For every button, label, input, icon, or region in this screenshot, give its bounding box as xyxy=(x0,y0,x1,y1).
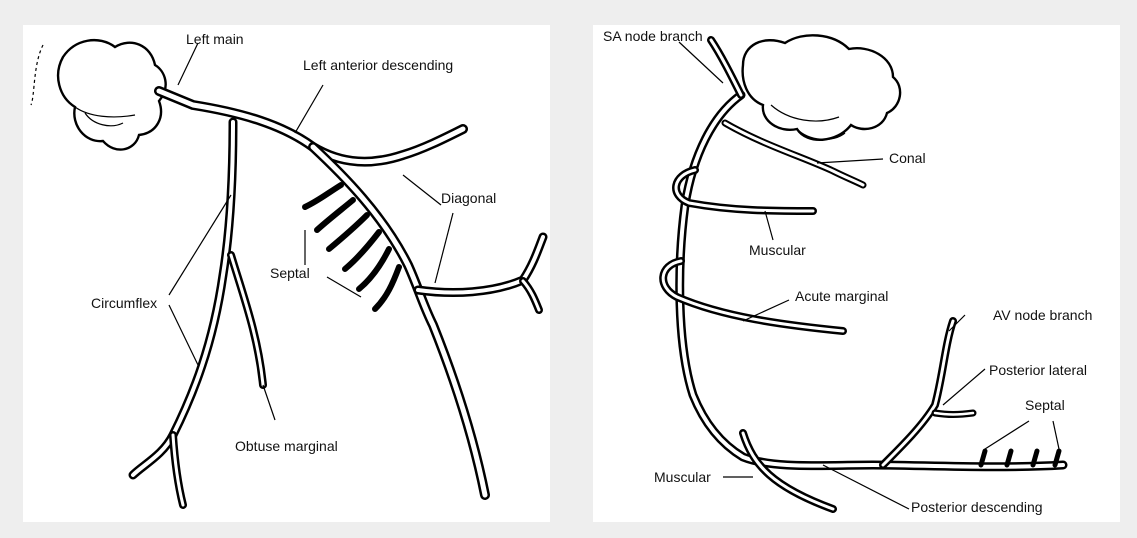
label-diagonal: Diagonal xyxy=(441,190,496,206)
label-obtuse-marginal: Obtuse marginal xyxy=(235,438,338,454)
label-circumflex: Circumflex xyxy=(91,295,157,311)
right-coronary-diagram xyxy=(593,25,1120,522)
label-septal-right: Septal xyxy=(1025,397,1065,413)
right-coronary-panel: SA node branch Conal Muscular Acute marg… xyxy=(593,25,1120,522)
label-muscular-lower: Muscular xyxy=(654,469,711,485)
label-left-main: Left main xyxy=(186,31,244,47)
left-leader-lines xyxy=(169,43,453,420)
label-acute-marginal: Acute marginal xyxy=(795,288,888,304)
left-coronary-panel: Left main Left anterior descending Diago… xyxy=(23,25,550,522)
label-left-anterior-descending: Left anterior descending xyxy=(303,57,453,73)
aortic-root xyxy=(743,35,900,140)
aortic-root xyxy=(31,40,166,149)
label-muscular-upper: Muscular xyxy=(749,242,806,258)
label-conal: Conal xyxy=(889,150,926,166)
label-av-node-branch: AV node branch xyxy=(993,307,1092,323)
label-septal: Septal xyxy=(270,265,310,281)
label-posterior-lateral: Posterior lateral xyxy=(989,362,1087,378)
label-posterior-descending: Posterior descending xyxy=(911,499,1043,515)
left-vessels xyxy=(133,91,543,505)
label-sa-node-branch: SA node branch xyxy=(603,28,703,44)
